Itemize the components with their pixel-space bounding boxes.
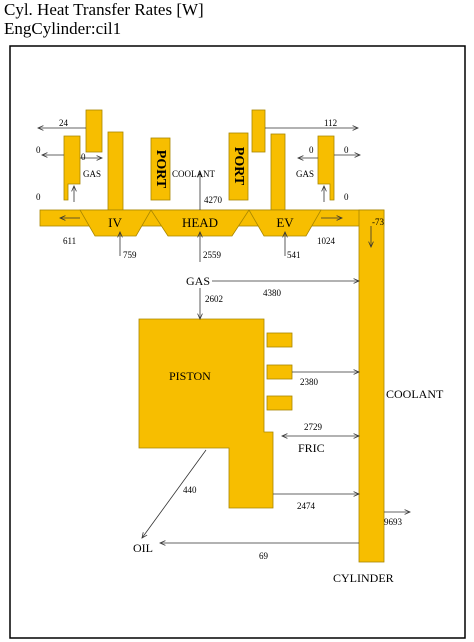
label-fric: FRIC	[298, 441, 325, 455]
value-541: 541	[287, 250, 301, 260]
label-gas-main: GAS	[186, 274, 210, 288]
value-0-left-2: 0	[81, 152, 86, 162]
value-2729: 2729	[304, 422, 323, 432]
diagram-title: Cyl. Heat Transfer Rates [W]	[4, 0, 204, 19]
value-440: 440	[183, 485, 197, 495]
label-piston: PISTON	[169, 369, 211, 383]
label-iv: IV	[108, 215, 122, 230]
diagram-subtitle: EngCylinder:cil1	[4, 19, 122, 38]
label-gas-right: GAS	[296, 169, 314, 179]
value-759: 759	[123, 250, 137, 260]
value-minus-73: -73	[372, 217, 384, 227]
top-left-small-block	[85, 109, 103, 153]
arrow-440	[141, 449, 207, 539]
label-ev: EV	[276, 215, 294, 230]
ev-stem	[270, 133, 286, 211]
piston-body	[138, 318, 274, 509]
head-body	[150, 209, 250, 237]
value-112: 112	[324, 118, 337, 128]
cylinder-bar	[358, 209, 385, 563]
value-0-left-1: 0	[36, 145, 41, 155]
top-right-small-block	[251, 109, 266, 153]
value-24: 24	[59, 118, 69, 128]
value-1024: 1024	[317, 236, 336, 246]
ev-body	[248, 209, 322, 237]
right-gas-block	[317, 135, 335, 201]
value-0-left-3: 0	[36, 192, 41, 202]
port-right-block	[228, 132, 249, 201]
iv-body	[79, 209, 152, 237]
value-4380: 4380	[263, 288, 282, 298]
diagram-frame	[9, 45, 466, 639]
iv-stem	[107, 131, 124, 211]
piston-ring-3	[266, 395, 293, 411]
label-oil: OIL	[133, 541, 153, 555]
value-0-right-1: 0	[309, 145, 314, 155]
value-2474: 2474	[297, 501, 316, 511]
label-gas-left: GAS	[83, 169, 101, 179]
value-9693: 9693	[384, 517, 403, 527]
label-cylinder: CYLINDER	[333, 571, 394, 585]
value-69: 69	[259, 551, 269, 561]
value-2380: 2380	[300, 377, 319, 387]
piston-ring-2	[266, 364, 293, 380]
left-gas-block	[63, 135, 81, 201]
label-coolant-top: COOLANT	[172, 169, 215, 179]
label-coolant-side: COOLANT	[386, 387, 444, 401]
value-0-right-2: 0	[344, 145, 349, 155]
value-611: 611	[63, 236, 76, 246]
value-2559: 2559	[203, 250, 222, 260]
value-0-right-3: 0	[344, 192, 349, 202]
value-4270: 4270	[204, 195, 223, 205]
label-port-right: PORT	[231, 147, 246, 186]
label-head: HEAD	[182, 215, 218, 230]
port-left-block	[150, 137, 171, 201]
label-port-left: PORT	[153, 150, 168, 189]
value-2602: 2602	[205, 294, 223, 304]
piston-ring-1	[266, 332, 293, 348]
